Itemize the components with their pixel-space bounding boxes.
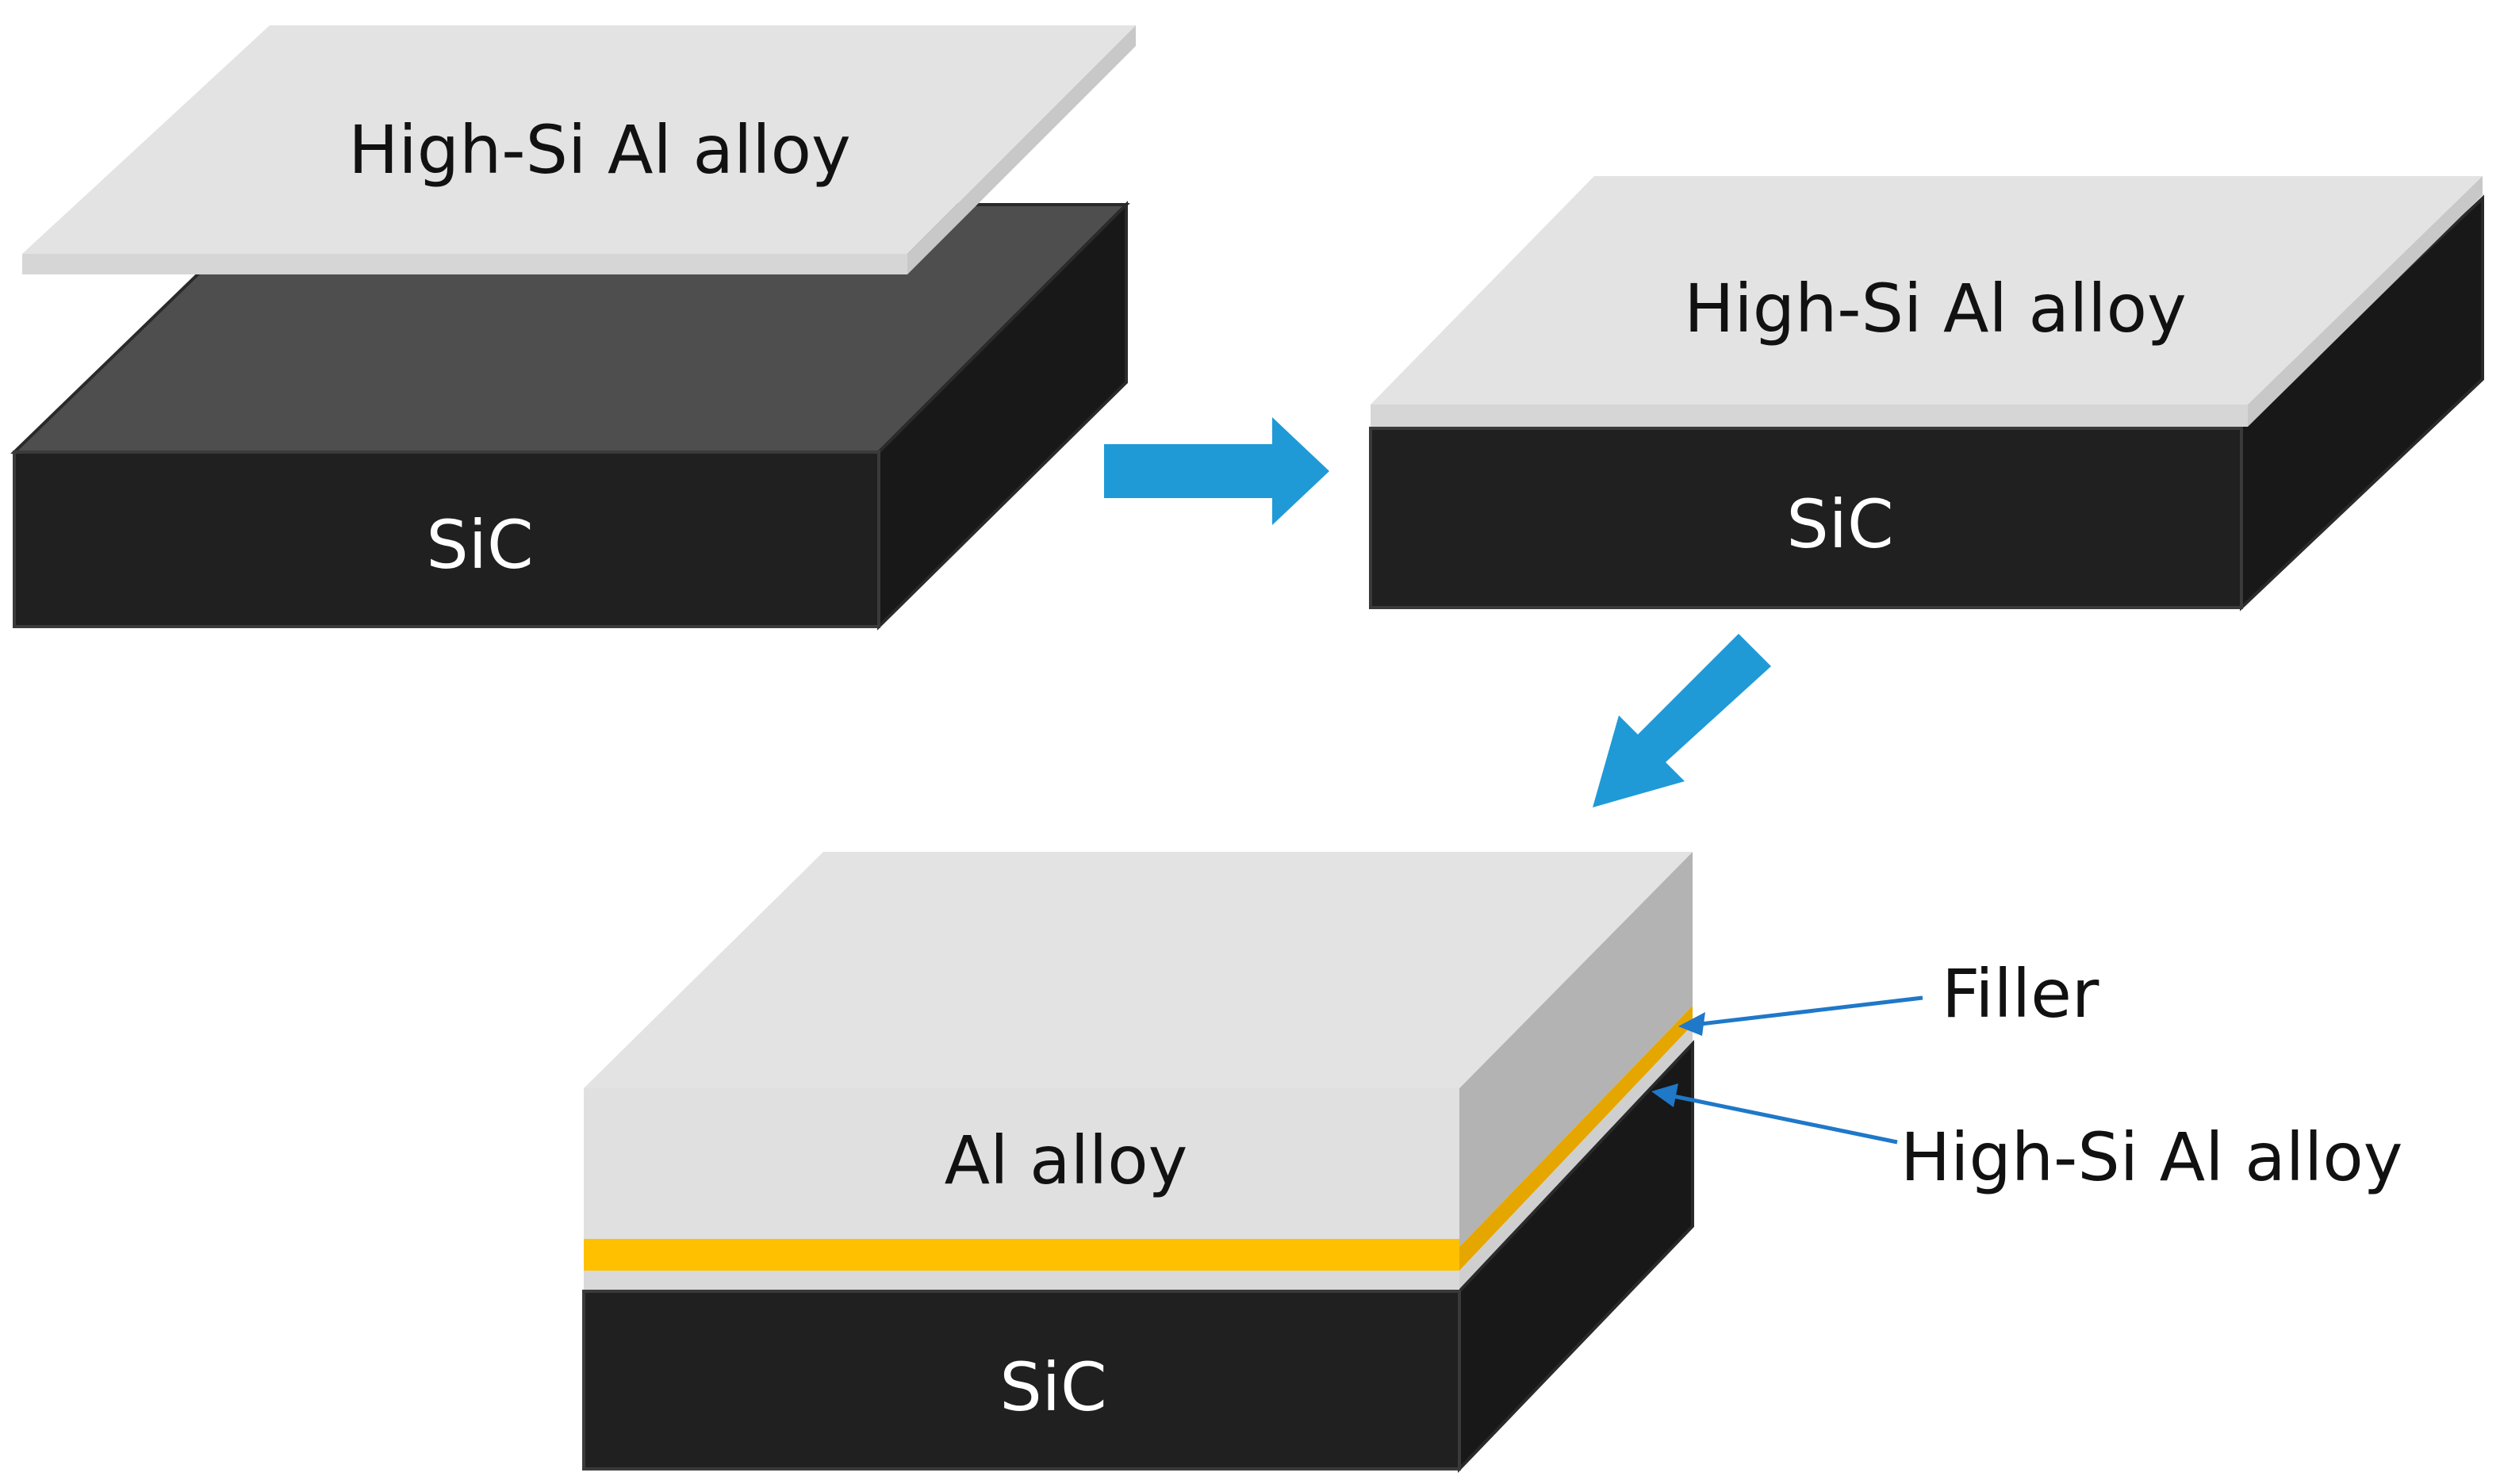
step2-sic-front-face: [1369, 427, 2243, 609]
step1-alloy-plate: High-Si Al alloy: [22, 25, 1136, 274]
step1-sic-label: SiC: [426, 506, 533, 584]
callout-filler-line: [1693, 995, 1923, 1027]
step2-assembly: SiC High-Si Al alloy: [1369, 176, 2484, 612]
step1-plate-side-face: [907, 25, 1136, 274]
step2-plate-side-face: [2248, 176, 2483, 427]
step2-plate-top-face: [1371, 176, 2483, 405]
step3-filler-side-face: [1459, 1006, 1693, 1271]
step2-alloy-plate: High-Si Al alloy: [1371, 176, 2483, 427]
callout-highsi-arrowhead: [1651, 1083, 1678, 1107]
step1-plate-front-face: [22, 254, 907, 274]
step2-sic-block: SiC: [1369, 194, 2484, 612]
callout-filler-label: Filler: [1942, 955, 2099, 1033]
arrow-right-icon: [1104, 417, 1329, 525]
callout-filler-arrowhead: [1678, 1012, 1705, 1036]
step3-sic-label: SiC: [999, 1348, 1106, 1426]
arrow-down-left-icon: [1593, 634, 1771, 807]
step3-alloy-front-face: [584, 1088, 1459, 1239]
step3-sic-front-face: [582, 1290, 1461, 1471]
step3-filler-front-face: [584, 1239, 1459, 1271]
step2-sic-label: SiC: [1786, 485, 1893, 563]
step1-plate-top-face: [22, 25, 1136, 254]
callout-filler: Filler: [1678, 955, 2099, 1036]
step2-plate-front-face: [1371, 405, 2248, 427]
callout-highsi-line: [1665, 1092, 1898, 1145]
step1-assembly: SiC High-Si Al alloy: [10, 25, 1136, 631]
step1-plate-label: High-Si Al alloy: [348, 111, 851, 189]
step3-alloy-side-face: [1459, 852, 1693, 1247]
step1-sic-front-face: [13, 451, 880, 628]
step2-plate-label: High-Si Al alloy: [1684, 270, 2187, 347]
step3-alalloy-label: Al alloy: [945, 1122, 1188, 1199]
callout-highsi: High-Si Al alloy: [1651, 1083, 2403, 1196]
step3-assembly: Al alloy SiC Filler High-Si Al alloy: [582, 852, 2403, 1473]
step3-highsi-front-face: [584, 1271, 1459, 1291]
callout-highsi-label: High-Si Al alloy: [1900, 1118, 2403, 1196]
step3-alloy-top-face: [584, 852, 1693, 1088]
step3-highsi-side-face: [1459, 1025, 1693, 1291]
